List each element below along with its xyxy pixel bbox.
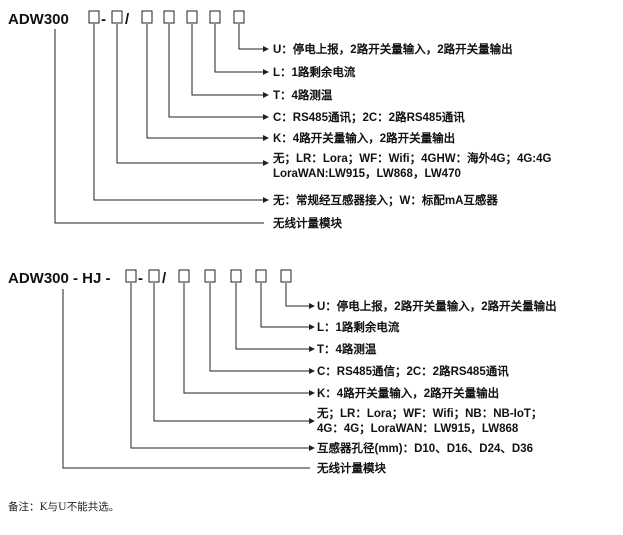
d2-leader-l: [260, 283, 310, 328]
d2-box-aperture: [125, 269, 137, 283]
d2-label-l: L：1路剩余电流: [317, 320, 400, 334]
d1-label-comm-line1: 无；LR：Lora；WF：Wifi；4GHW：海外4G；4G:4G: [272, 151, 552, 165]
d2-model-prefix: ADW300 - HJ -: [8, 270, 111, 287]
d1-box-t: [186, 10, 198, 24]
d1-separator-slash: /: [125, 11, 130, 28]
diagram-1: ADW300 - / U：停电上报，2路开关量输入，2路开关量输出 L：1路剩余…: [8, 10, 552, 230]
d1-leader-c: [168, 24, 264, 118]
d2-label-t: T：4路测温: [317, 342, 377, 356]
d2-box-t: [230, 269, 242, 283]
d1-leader-module: [54, 29, 264, 224]
d2-label-u: U：停电上报，2路开关量输入，2路开关量输出: [317, 299, 557, 313]
d2-separator-slash: /: [162, 270, 167, 287]
d2-leader-c: [209, 283, 310, 372]
d1-label-sensor: 无：常规经互感器接入；W：标配mA互感器: [272, 193, 498, 207]
d2-box-c: [204, 269, 216, 283]
d1-label-module: 无线计量模块: [272, 216, 342, 230]
d2-leader-aperture: [130, 283, 310, 449]
d2-label-aperture: 互感器孔径(mm)：D10、D16、D24、D36: [317, 441, 533, 455]
d2-leader-module: [62, 289, 310, 469]
diagram-2: ADW300 - HJ - - / U：停电上报，2路开关量输入，2路开关量输出…: [8, 269, 557, 475]
d1-leader-l: [214, 24, 264, 73]
d2-label-k: K：4路开关量输入，2路开关量输出: [317, 386, 499, 400]
d1-label-t: T：4路测温: [273, 88, 333, 102]
footnote: 备注：K与U不能共选。: [8, 500, 119, 513]
d2-label-comm-line1: 无；LR：Lora；WF：Wifi；NB：NB-IoT；: [316, 407, 542, 420]
d1-box-u: [233, 10, 245, 24]
d1-leader-k: [146, 24, 264, 139]
d2-leader-t: [235, 283, 310, 350]
d2-box-u: [280, 269, 292, 283]
d1-box-comm: [111, 10, 123, 24]
d2-box-comm: [148, 269, 160, 283]
d1-box-c: [163, 10, 175, 24]
d1-separator-dash: -: [101, 11, 106, 28]
d2-leader-comm: [153, 283, 310, 422]
d1-label-l: L：1路剩余电流: [273, 65, 356, 79]
d1-model-prefix: ADW300: [8, 11, 69, 28]
d2-leader-k: [183, 283, 310, 394]
d1-box-l: [209, 10, 221, 24]
d2-label-comm-line2: 4G：4G；LoraWAN：LW915，LW868: [317, 423, 519, 435]
d1-label-comm-line2: LoraWAN:LW915，LW868，LW470: [273, 168, 461, 180]
d1-leader-sensor: [93, 24, 264, 201]
d2-label-module: 无线计量模块: [316, 461, 386, 475]
d2-box-l: [255, 269, 267, 283]
d2-leader-u: [285, 283, 310, 307]
d1-label-k: K：4路开关量输入，2路开关量输出: [273, 131, 455, 145]
d2-label-c: C：RS485通信；2C：2路RS485通讯: [317, 364, 509, 378]
d1-leader-t: [191, 24, 264, 96]
d1-leader-comm: [116, 24, 264, 164]
d2-box-k: [178, 269, 190, 283]
d2-separator-dash: -: [138, 270, 143, 287]
d1-label-c: C：RS485通讯；2C：2路RS485通讯: [273, 110, 465, 124]
d1-leader-u: [238, 24, 264, 50]
d1-box-sensor: [88, 10, 100, 24]
d1-box-k: [141, 10, 153, 24]
d1-label-u: U：停电上报，2路开关量输入，2路开关量输出: [273, 42, 513, 56]
